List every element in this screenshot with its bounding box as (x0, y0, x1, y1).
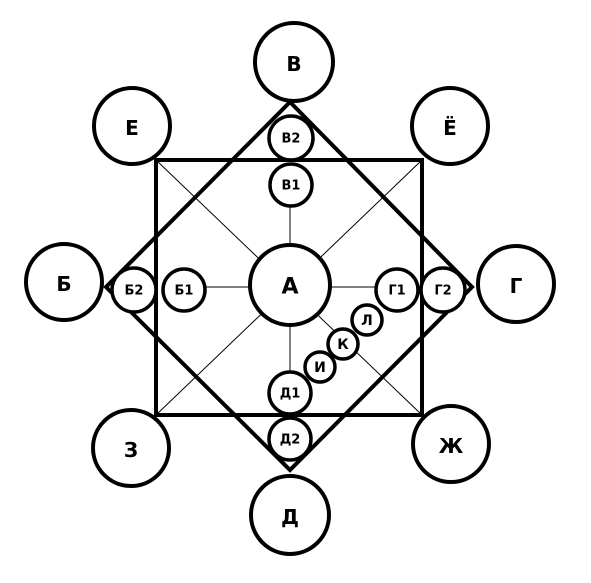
node-d-label: Д (281, 505, 299, 529)
node-a-label: А (281, 275, 298, 300)
node-d1-label: Д1 (280, 387, 301, 402)
node-v: В (253, 21, 335, 103)
node-k: К (326, 327, 360, 361)
node-b1: Б1 (161, 267, 207, 313)
node-zh-label: Ж (439, 434, 464, 458)
node-g2: Г2 (419, 266, 467, 314)
node-yo-label: Ё (443, 116, 457, 140)
node-yo: Ё (410, 86, 490, 166)
node-b-label: Б (56, 272, 71, 296)
node-v1: В1 (268, 162, 314, 208)
node-zh: Ж (411, 404, 491, 484)
node-b1-label: Б1 (175, 284, 194, 299)
node-d2: Д2 (267, 416, 313, 462)
node-z-label: З (124, 438, 138, 462)
node-g1: Г1 (374, 267, 420, 313)
node-d2-label: Д2 (280, 433, 301, 448)
node-g: Г (476, 244, 556, 324)
node-a: А (248, 243, 332, 327)
node-b2-label: Б2 (125, 284, 144, 299)
node-l: Л (350, 303, 384, 337)
node-d: Д (249, 474, 331, 556)
node-v-label: В (286, 52, 301, 76)
node-d1: Д1 (267, 370, 313, 416)
node-z: З (91, 408, 171, 488)
node-e: Е (92, 86, 172, 166)
node-b2: Б2 (110, 266, 158, 314)
node-b: Б (24, 242, 104, 322)
node-l-label: Л (361, 313, 373, 329)
node-g1-label: Г1 (388, 284, 405, 299)
node-v1-label: В1 (282, 179, 301, 194)
node-i-label: И (314, 360, 326, 376)
node-e-label: Е (125, 116, 139, 140)
node-i: И (303, 350, 337, 384)
node-g-label: Г (510, 274, 523, 298)
node-v2-label: В2 (282, 132, 301, 147)
node-g2-label: Г2 (434, 284, 451, 299)
node-k-label: К (337, 337, 349, 353)
node-v2: В2 (267, 114, 315, 162)
outer-diamond (103, 99, 475, 473)
